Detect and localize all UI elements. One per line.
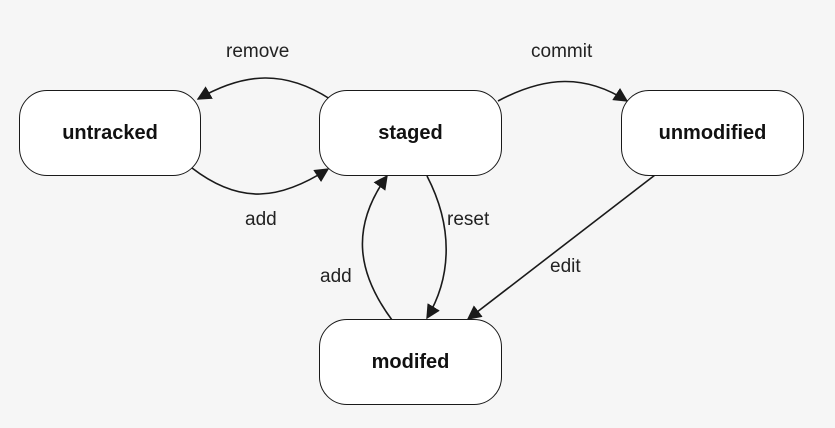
edge-label-remove: remove: [226, 41, 290, 62]
node-modified: modifed: [319, 319, 502, 405]
node-modified-label: modifed: [371, 350, 450, 373]
edge-add-modified: [361, 174, 393, 321]
edge-label-add-untracked: add: [245, 209, 277, 230]
edge-commit: [497, 80, 629, 102]
node-untracked: untracked: [19, 90, 201, 176]
node-staged-label: staged: [378, 121, 443, 144]
node-untracked-label: untracked: [62, 121, 158, 144]
edge-label-reset: reset: [447, 209, 490, 230]
edge-label-commit: commit: [531, 41, 593, 62]
edge-add-untracked: [191, 167, 330, 195]
edge-label-add-modified: add: [320, 266, 352, 287]
edge-edit: [466, 174, 656, 320]
node-unmodified: unmodified: [621, 90, 804, 176]
edge-remove: [196, 77, 331, 100]
edge-label-edit: edit: [550, 256, 581, 277]
node-unmodified-label: unmodified: [658, 121, 767, 144]
edge-reset: [426, 175, 447, 320]
node-staged: staged: [319, 90, 502, 176]
